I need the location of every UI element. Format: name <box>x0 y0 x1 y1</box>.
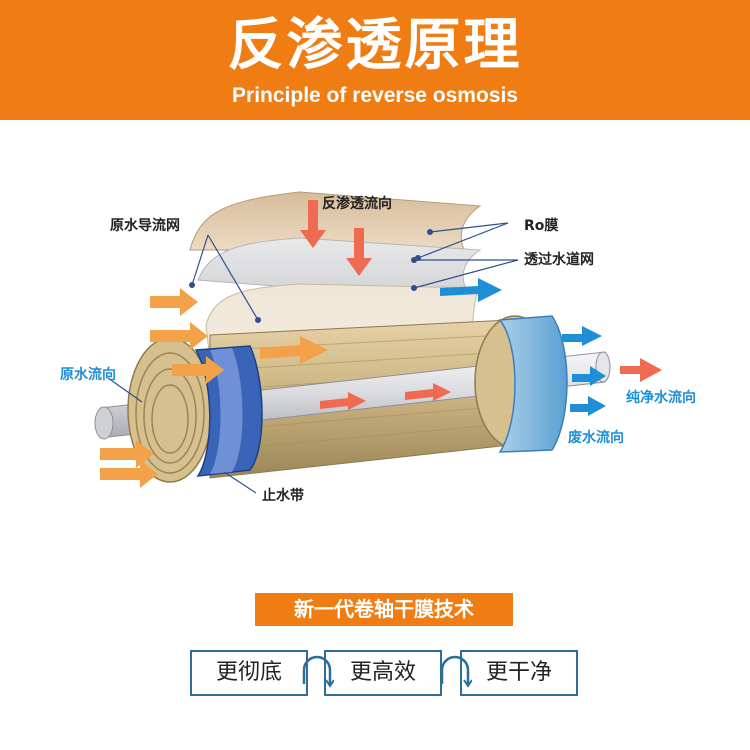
label-permeate-channel: 透过水道网 <box>524 251 594 268</box>
label-pure-water-flow: 纯净水流向 <box>626 389 696 406</box>
permeate-arrows <box>440 278 606 416</box>
ro-direction-arrows <box>300 200 372 276</box>
pipe-end-left <box>94 406 114 440</box>
right-end-cap <box>498 315 568 453</box>
page-title: 反渗透原理 <box>227 13 523 78</box>
tech-banner: 新一代卷轴干膜技术 <box>255 593 513 626</box>
header-banner: 反渗透原理 Principle of reverse osmosis <box>0 0 750 120</box>
leader-dots <box>189 229 433 323</box>
feed-arrow <box>260 336 328 364</box>
membrane-sheet-mid <box>197 237 482 297</box>
page-subtitle: Principle of reverse osmosis <box>232 84 518 107</box>
feature-more-thorough: 更彻底 <box>190 650 308 696</box>
label-ro-membrane: Ro膜 <box>524 217 558 234</box>
label-ro-direction: 反渗透流向 <box>322 195 392 212</box>
roll-spiral-left <box>135 352 205 474</box>
leader-lines <box>107 222 519 494</box>
raw-inflow-arrows <box>100 288 224 488</box>
pipe-flow-arrows <box>320 383 451 410</box>
connector-icon <box>302 655 334 688</box>
feature-more-efficient: 更高效 <box>324 650 442 696</box>
label-water-seal: 止水带 <box>262 487 304 504</box>
label-raw-water-flow: 原水流向 <box>60 366 116 383</box>
label-raw-water-mesh: 原水导流网 <box>110 217 180 234</box>
pure-water-arrow <box>620 358 662 382</box>
connector-icon <box>440 655 472 688</box>
label-waste-water-flow: 废水流向 <box>568 429 624 446</box>
feature-cleaner: 更干净 <box>460 650 578 696</box>
ro-diagram: 原水导流网 反渗透流向 Ro膜 透过水道网 止水带 原水流向 纯净水流向 废水流… <box>60 191 696 504</box>
